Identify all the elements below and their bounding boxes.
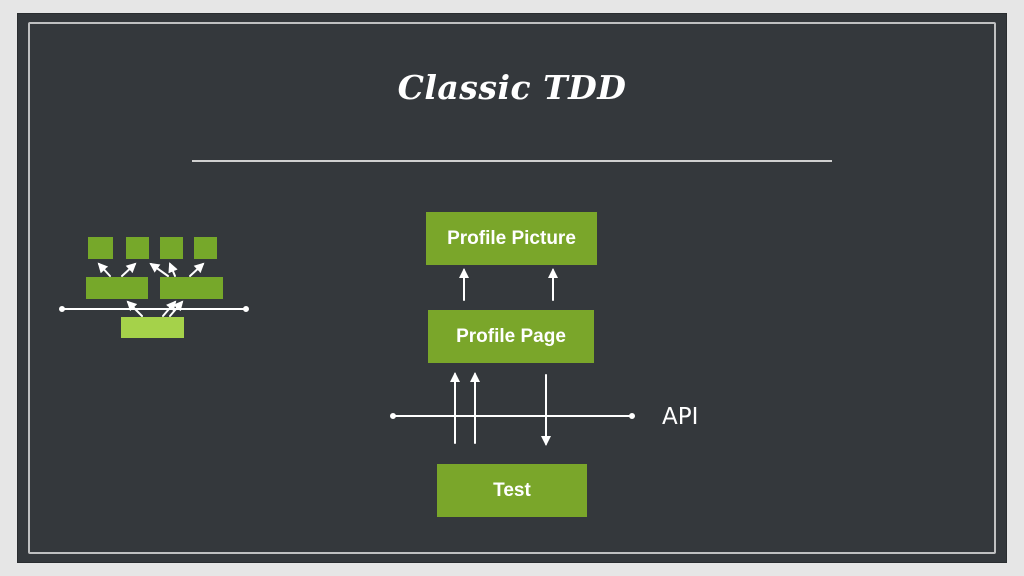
- profile-picture-label: Profile Picture: [447, 227, 576, 249]
- mini-box-top-2: [126, 237, 149, 259]
- title-divider: [192, 160, 832, 162]
- mini-box-top-3: [160, 237, 183, 259]
- mini-box-top-4: [194, 237, 217, 259]
- mini-box-bottom: [121, 317, 184, 338]
- profile-picture-box: Profile Picture: [426, 212, 597, 265]
- api-boundary-end-right: [629, 413, 635, 419]
- profile-page-box: Profile Page: [428, 310, 594, 363]
- profile-page-label: Profile Page: [456, 325, 566, 347]
- api-label: API: [662, 404, 699, 430]
- mini-arrow-3: [149, 262, 169, 277]
- mini-box-mid-2: [160, 277, 223, 299]
- mini-arrow-5: [189, 262, 205, 277]
- mini-box-top-1: [88, 237, 113, 259]
- mini-arrow-2: [121, 262, 137, 277]
- mini-boundary-end-right: [243, 306, 249, 312]
- mini-box-mid-1: [86, 277, 148, 299]
- chalk-frame: [28, 22, 996, 554]
- test-box: Test: [437, 464, 587, 517]
- mini-boundary-end-left: [59, 306, 65, 312]
- test-label: Test: [493, 479, 531, 501]
- mini-arrow-4: [168, 262, 178, 277]
- mini-arrow-6: [126, 300, 143, 317]
- mini-arrow-8: [169, 300, 184, 317]
- mini-arrow-1: [97, 262, 111, 277]
- slide-title: Classic TDD: [397, 68, 627, 107]
- api-boundary-end-left: [390, 413, 396, 419]
